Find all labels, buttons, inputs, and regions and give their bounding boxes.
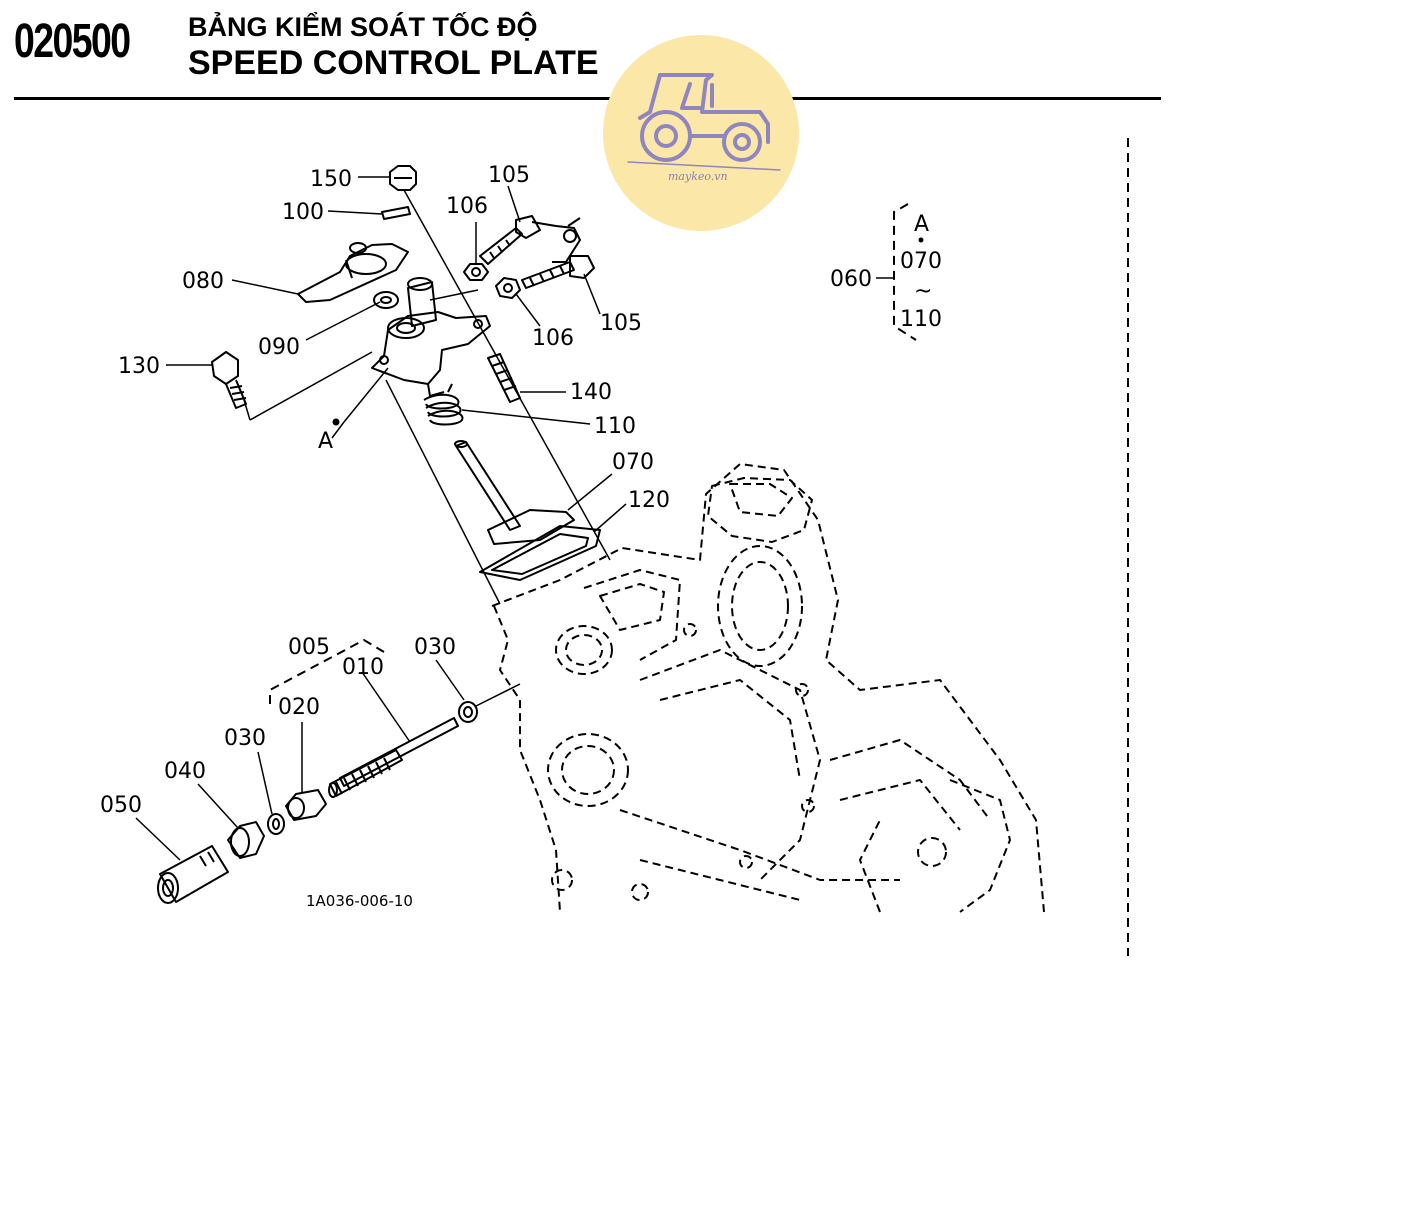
gasket-120: [479, 525, 601, 581]
kit-legend-060: 060 A 070 ~ 110: [830, 212, 942, 332]
part-labels: 150 100 106 105 080 090 106 105 130 140 …: [100, 163, 670, 818]
spring-110: [423, 383, 464, 426]
legend-tilde: ~: [914, 279, 932, 304]
title-english: SPEED CONTROL PLATE: [188, 44, 599, 82]
legend-dot: [918, 237, 924, 243]
watermark-text: maykeo.vn: [668, 170, 728, 183]
legend-from-label: 070: [900, 249, 942, 274]
label-a: A: [318, 429, 333, 454]
bolt-130: [211, 351, 247, 409]
label-030-right: 030: [414, 635, 456, 660]
nut-020: [285, 789, 327, 821]
label-100: 100: [282, 200, 324, 225]
speed-control-plate-body: [371, 311, 491, 397]
bolt-105-lower: [521, 255, 595, 289]
washer-030-left: [267, 813, 285, 835]
label-150: 150: [310, 167, 352, 192]
nut-040: [227, 821, 265, 859]
label-120: 120: [628, 488, 670, 513]
label-110: 110: [594, 414, 636, 439]
title-vietnamese: BẢNG KIỂM SOÁT TỐC ĐỘ: [188, 12, 538, 42]
label-090: 090: [258, 335, 300, 360]
sleeve-050: [157, 845, 229, 904]
watermark-circle: [603, 35, 799, 231]
label-106-upper: 106: [446, 194, 488, 219]
rod-010: [328, 717, 459, 798]
label-105-lower: 105: [600, 311, 642, 336]
nut-106-lower: [495, 277, 521, 299]
ref-point-a: [332, 418, 340, 426]
label-130: 130: [118, 354, 160, 379]
label-106-lower: 106: [532, 326, 574, 351]
bolt-105-upper: [479, 215, 581, 265]
label-140: 140: [570, 380, 612, 405]
label-105-upper: 105: [488, 163, 530, 188]
lower-assembly: [157, 683, 521, 904]
legend-to-label: 110: [900, 307, 942, 332]
leader-lines: [135, 176, 627, 861]
label-070: 070: [612, 450, 654, 475]
label-080: 080: [182, 269, 224, 294]
label-020: 020: [278, 695, 320, 720]
shaft-070: [454, 440, 575, 545]
legend-ref-label: A: [914, 212, 929, 237]
kit-brackets: [269, 203, 917, 704]
upper-assembly: [211, 165, 611, 605]
plate-boss: [407, 281, 437, 327]
label-005: 005: [288, 635, 330, 660]
label-040: 040: [164, 759, 206, 784]
label-010: 010: [342, 655, 384, 680]
drawing-code: 1A036-006-10: [306, 892, 413, 910]
stud-140: [487, 353, 521, 403]
gear-case-housing: [491, 463, 1045, 913]
washer-030-right: [458, 701, 478, 723]
nut-150: [389, 165, 417, 191]
pin-100: [381, 206, 411, 220]
nut-106-upper: [463, 263, 489, 281]
page-header: 020500 BẢNG KIỂM SOÁT TỐC ĐỘ SPEED CONTR…: [0, 0, 1170, 102]
legend-main-label: 060: [830, 267, 872, 292]
watermark: maykeo.vn: [603, 35, 799, 231]
label-050: 050: [100, 793, 142, 818]
label-030-left: 030: [224, 726, 266, 751]
lever-080: [297, 242, 409, 303]
tractor-icon: [627, 73, 781, 171]
section-code: 020500: [14, 15, 131, 68]
washer-090: [373, 291, 399, 309]
header-rule: [14, 97, 1161, 100]
